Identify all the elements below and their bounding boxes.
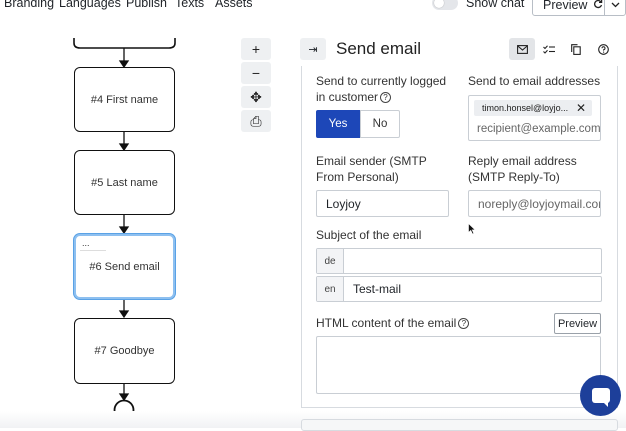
- mouse-cursor-icon: [468, 223, 476, 235]
- help-icon[interactable]: [590, 38, 616, 60]
- preview-split-button: Preview: [532, 0, 626, 16]
- panel-title: Send email: [336, 39, 422, 58]
- flow-canvas[interactable]: #4 First name #5 Last name ... #6 Send e…: [0, 18, 240, 428]
- flow-node-last-name[interactable]: #5 Last name: [74, 150, 175, 215]
- plus-icon: +: [251, 41, 261, 57]
- menu-publish[interactable]: Publish: [126, 0, 167, 10]
- node-badge-divider: [80, 250, 106, 251]
- send-email-form: Send to currently logged in customer? Ye…: [301, 66, 618, 408]
- preview-button[interactable]: Preview: [533, 0, 605, 15]
- no-option[interactable]: No: [360, 110, 400, 138]
- logged-customer-toggle: Yes No: [316, 110, 400, 138]
- zoom-out-button[interactable]: −: [241, 62, 271, 84]
- menu-texts[interactable]: Texts: [175, 0, 205, 10]
- chat-launcher-button[interactable]: [580, 375, 621, 416]
- language-code: en: [317, 277, 344, 301]
- node-label: #7 Goodbye: [94, 345, 155, 357]
- flow-node-send-email[interactable]: ... #6 Send email: [74, 234, 175, 299]
- copy-icon[interactable]: [563, 38, 589, 60]
- subject-label: Subject of the email: [316, 228, 422, 242]
- fit-view-button[interactable]: ✥: [241, 86, 271, 108]
- printer-icon: ⎙: [250, 112, 262, 129]
- html-content-editor[interactable]: [316, 336, 601, 394]
- subject-row-en: en Test-mail: [316, 276, 602, 302]
- panel-header-tools: [508, 38, 616, 60]
- email-chip-text: timon.honsel@loyjo...: [482, 103, 569, 113]
- show-chat-toggle-group: Show chat: [432, 0, 524, 10]
- help-icon[interactable]: ?: [380, 92, 392, 104]
- sender-input[interactable]: Loyjoy: [316, 190, 449, 217]
- node-label: #6 Send email: [89, 260, 160, 273]
- email-addresses-label: Send to email addresses: [468, 74, 601, 88]
- chat-bubble-icon: [591, 388, 610, 407]
- email-addresses-input[interactable]: timon.honsel@loyjo... ✕ recipient@exampl…: [468, 95, 601, 141]
- yes-option[interactable]: Yes: [316, 110, 360, 138]
- panel-header: ⇥ Send email: [300, 36, 618, 64]
- html-preview-button[interactable]: Preview: [554, 313, 601, 334]
- zoom-in-button[interactable]: +: [241, 38, 271, 60]
- logged-customer-label-text: Send to currently logged in customer: [316, 74, 447, 104]
- preview-label: Preview: [543, 0, 588, 12]
- subject-input-en[interactable]: Test-mail: [353, 282, 402, 296]
- collapse-icon: ⇥: [308, 43, 318, 56]
- menu-branding[interactable]: Branding: [4, 0, 55, 10]
- reply-to-label: Reply email address (SMTP Reply-To): [468, 154, 577, 184]
- html-content-label-text: HTML content of the email: [316, 316, 457, 330]
- refresh-icon: [593, 0, 603, 12]
- mail-icon[interactable]: [509, 38, 535, 60]
- logged-customer-label: Send to currently logged in customer?: [316, 73, 456, 105]
- sender-label: Email sender (SMTP From Personal): [316, 154, 427, 184]
- node-label: #5 Last name: [91, 176, 158, 189]
- email-chip: timon.honsel@loyjo... ✕: [474, 100, 592, 116]
- reply-to-input[interactable]: noreply@loyjoymail.com: [468, 190, 601, 217]
- subject-row-de: de: [316, 248, 602, 274]
- node-badge: ...: [82, 238, 90, 248]
- html-content-label: HTML content of the email?: [316, 315, 470, 331]
- collapse-panel-button[interactable]: ⇥: [300, 38, 326, 60]
- menu-languages[interactable]: Languages: [59, 0, 121, 10]
- show-chat-label: Show chat: [466, 0, 525, 10]
- flow-node-goodbye[interactable]: #7 Goodbye: [74, 318, 175, 384]
- node-label: #4 First name: [90, 93, 159, 106]
- help-icon[interactable]: ?: [458, 318, 470, 330]
- chevron-down-icon[interactable]: [605, 0, 625, 11]
- remove-chip-icon[interactable]: ✕: [575, 101, 586, 115]
- show-chat-toggle[interactable]: [432, 0, 458, 10]
- print-button[interactable]: ⎙: [241, 110, 271, 132]
- move-icon: ✥: [250, 88, 262, 105]
- next-section-card: [301, 419, 618, 431]
- flow-node-first-name[interactable]: #4 First name: [74, 67, 175, 132]
- email-placeholder: recipient@example.com: [477, 123, 601, 135]
- subject-input-de[interactable]: [344, 249, 353, 273]
- language-code: de: [317, 249, 344, 273]
- minus-icon: −: [251, 65, 261, 81]
- flow-connectors: [73, 38, 176, 421]
- top-toolbar: Branding Languages Publish Texts Assets …: [0, 0, 626, 18]
- menu-assets[interactable]: Assets: [215, 0, 253, 10]
- checklist-icon[interactable]: [536, 38, 562, 60]
